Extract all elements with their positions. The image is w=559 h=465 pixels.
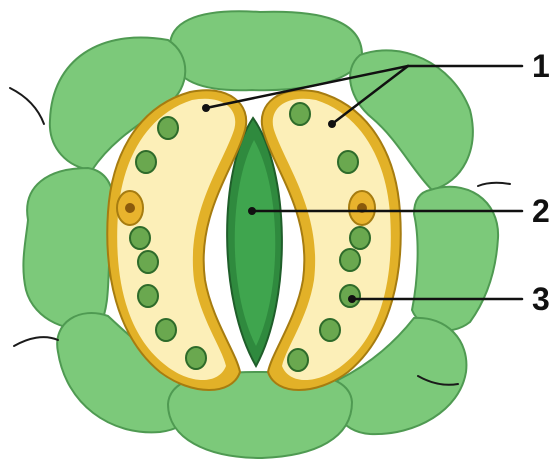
- chloroplast: [340, 249, 360, 271]
- chloroplast: [288, 349, 308, 371]
- chloroplast: [130, 227, 150, 249]
- chloroplast: [350, 227, 370, 249]
- chloroplast: [186, 347, 206, 369]
- chloroplast: [136, 151, 156, 173]
- leader-2-dot: [248, 207, 256, 215]
- stoma: [107, 90, 400, 390]
- label-1: 1: [532, 48, 550, 84]
- epidermal-cell-top: [170, 11, 362, 90]
- chloroplast: [156, 319, 176, 341]
- chloroplast: [338, 151, 358, 173]
- chloroplast: [158, 117, 178, 139]
- label-3: 3: [532, 281, 550, 317]
- chloroplast: [320, 319, 340, 341]
- leader-3-dot: [348, 295, 356, 303]
- edge-line-left-lower: [14, 337, 58, 346]
- chloroplast: [138, 285, 158, 307]
- leader-1b-dot: [328, 120, 336, 128]
- edge-line-left-upper: [10, 88, 44, 124]
- chloroplast: [290, 103, 310, 125]
- label-2: 2: [532, 193, 550, 229]
- nucleolus: [125, 203, 135, 213]
- leader-1a-dot: [202, 104, 210, 112]
- chloroplast: [138, 251, 158, 273]
- epidermal-cell-right: [412, 187, 498, 331]
- epidermal-cell-left: [23, 168, 114, 329]
- edge-line-right-upper: [478, 183, 510, 186]
